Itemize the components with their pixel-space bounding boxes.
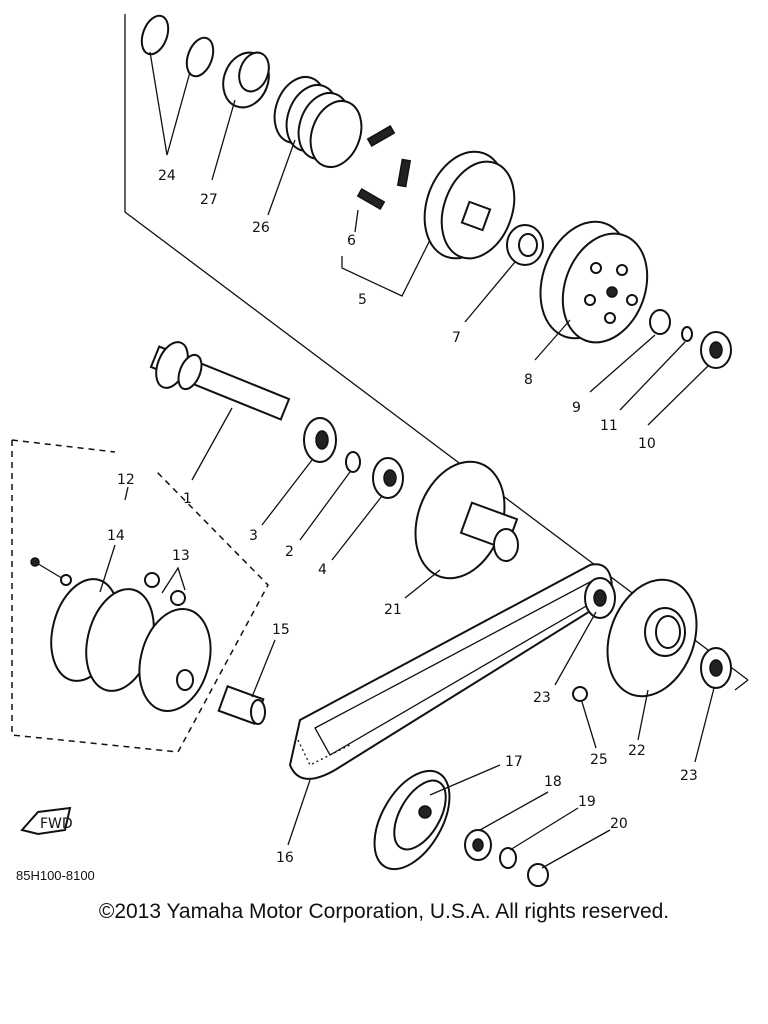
collar-27 [222,51,270,109]
clutch-housing-8 [539,220,649,344]
label-25: 25 [590,752,608,768]
label-9: 9 [572,400,581,416]
secondary-sheave-22 [606,578,698,698]
spring-26 [273,76,363,168]
label-4: 4 [318,562,327,578]
label-19: 19 [578,794,596,810]
label-12: 12 [117,472,135,488]
o-ring-24 [140,14,215,78]
fwd-arrow-icon: FWD [20,806,73,836]
label-15: 15 [272,622,290,638]
fwd-label: FWD [40,816,73,832]
clutch-carrier-5 [423,150,516,260]
label-14: 14 [107,528,125,544]
primary-sheave-12 [30,557,212,712]
label-26: 26 [252,220,270,236]
nut-18 [464,829,492,861]
diagram-code: 85H100-8100 [16,868,95,883]
label-11: 11 [600,418,618,434]
pin-25 [572,686,588,702]
label-13: 13 [172,548,190,564]
fixed-sheave-21 [414,460,519,580]
label-5: 5 [358,292,367,308]
bearing-23b [700,647,732,689]
label-2: 2 [285,544,294,560]
collar-15 [217,685,266,725]
copyright-notice: ©2013 Yamaha Motor Corporation, U.S.A. A… [98,900,670,923]
label-18: 18 [544,774,562,790]
parts-diagram: FWD 24 27 26 6 5 7 8 9 11 10 12 1 3 14 1… [11,14,749,887]
label-27: 27 [200,192,218,208]
label-20: 20 [610,816,628,832]
bearing-4 [372,457,404,499]
bearing-3 [303,417,337,463]
nut-7 [506,224,544,266]
assembly-outline [11,14,749,753]
label-8: 8 [524,372,533,388]
clutch-springs [356,125,412,210]
nut-9 [649,309,671,335]
fan-17 [373,769,451,871]
leader-lines [99,51,715,869]
circlip-2 [345,451,361,473]
label-23b: 23 [680,768,698,784]
washer-11 [681,326,693,342]
primary-shaft-1 [149,341,291,421]
label-24: 24 [158,168,176,184]
label-3: 3 [249,528,258,544]
bearing-23a [584,577,616,619]
label-17: 17 [505,754,523,770]
label-6: 6 [347,233,356,249]
washer-19 [499,847,517,869]
label-1: 1 [183,491,192,507]
label-16: 16 [276,850,294,866]
label-21: 21 [384,602,402,618]
label-23a: 23 [533,690,551,706]
v-belt-16 [288,563,614,780]
label-10: 10 [638,436,656,452]
label-22: 22 [628,743,646,759]
bearing-10 [700,331,732,369]
label-7: 7 [452,330,461,346]
nut-20 [527,863,549,887]
